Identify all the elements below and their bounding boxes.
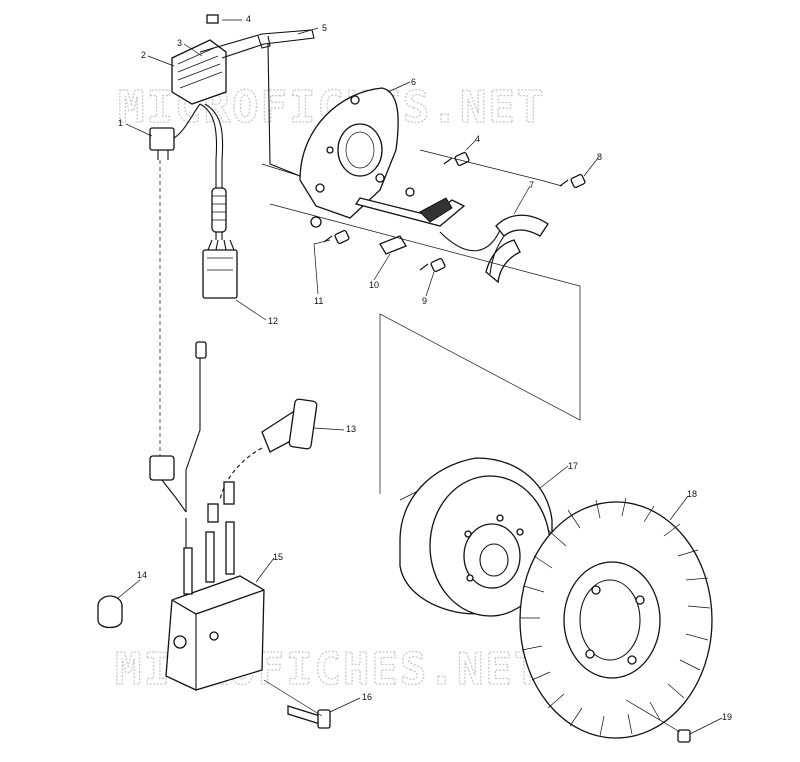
trigger-coil bbox=[354, 197, 501, 255]
lighting-coil bbox=[485, 214, 549, 284]
callout-8: 8 bbox=[597, 152, 602, 162]
callout-17: 17 bbox=[568, 461, 578, 471]
callout-leaders bbox=[117, 19, 723, 735]
callout-4b: 4 bbox=[475, 134, 480, 144]
callout-labels: 1 2 3 4 5 6 4 8 7 11 10 9 12 13 17 18 14… bbox=[118, 14, 732, 722]
spark-plug-cap bbox=[219, 398, 318, 501]
callout-4a: 4 bbox=[246, 14, 251, 24]
callout-14: 14 bbox=[137, 570, 147, 580]
callout-12: 12 bbox=[268, 316, 278, 326]
callout-19: 19 bbox=[722, 712, 732, 722]
callout-16: 16 bbox=[362, 692, 372, 702]
screws-upper bbox=[310, 151, 586, 273]
harness-wires bbox=[199, 103, 238, 299]
callout-2: 2 bbox=[141, 50, 146, 60]
callout-15: 15 bbox=[273, 552, 283, 562]
ignition-harness-bracket bbox=[171, 14, 315, 177]
callout-7: 7 bbox=[529, 180, 534, 190]
connector-1 bbox=[149, 103, 201, 460]
cooling-fan bbox=[519, 497, 713, 739]
fan-screw bbox=[625, 699, 691, 743]
callout-5: 5 bbox=[322, 23, 327, 33]
callout-13: 13 bbox=[346, 424, 356, 434]
callout-9: 9 bbox=[422, 296, 427, 306]
callout-18: 18 bbox=[687, 489, 697, 499]
callout-3: 3 bbox=[177, 38, 182, 48]
callout-11: 11 bbox=[314, 296, 323, 306]
callout-1: 1 bbox=[118, 118, 123, 128]
ignition-coil bbox=[149, 341, 265, 691]
coil-bushing bbox=[97, 595, 123, 629]
stator-plate bbox=[299, 87, 415, 219]
callout-10: 10 bbox=[369, 280, 379, 290]
coil-bolt bbox=[263, 679, 331, 729]
callout-6: 6 bbox=[411, 77, 416, 87]
